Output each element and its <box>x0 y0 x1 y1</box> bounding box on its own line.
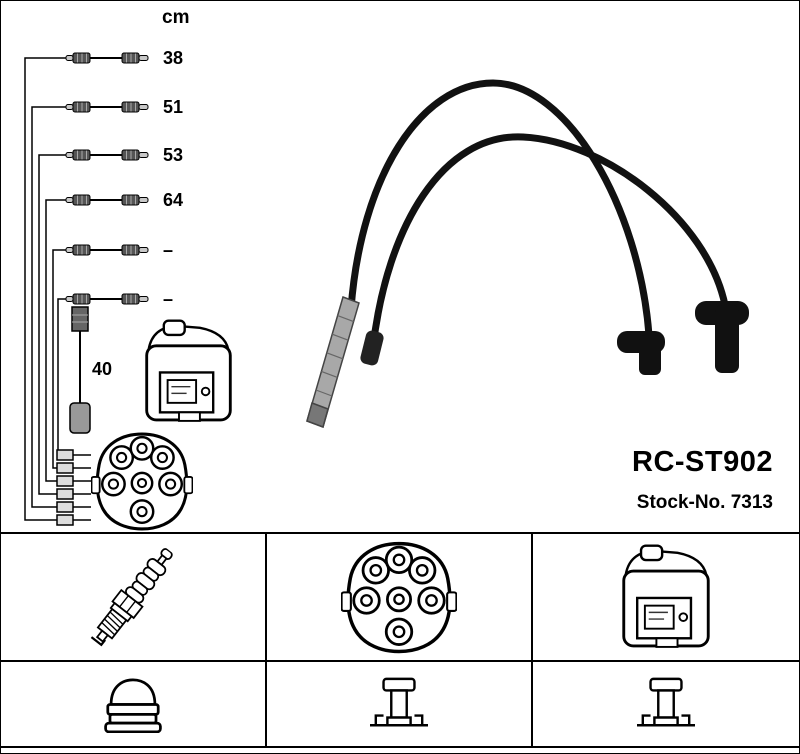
cable-length-value: 51 <box>163 97 184 117</box>
cable-length-value: 38 <box>163 48 184 68</box>
grid-cell-spark-plug <box>1 534 267 662</box>
grid-cell-distributor-cap <box>267 534 533 662</box>
ignition-cable-icon <box>65 293 149 305</box>
part-number: RC-ST902 <box>632 446 773 478</box>
plug-boot-icon <box>104 677 162 733</box>
cable-length-value: – <box>163 289 174 309</box>
straight-plug-boot <box>306 296 360 428</box>
component-grid <box>1 532 799 748</box>
ignition-cable-icon <box>65 194 149 206</box>
elbow-plug-boot <box>617 331 665 375</box>
distributor-cap-icon <box>91 432 193 531</box>
stock-number: Stock-No. 7313 <box>636 492 773 513</box>
coil-cable-icon <box>69 306 91 434</box>
ignition-leads-illustration <box>306 79 749 428</box>
ignition-cable-icon <box>65 52 149 64</box>
ignition-lead-cable <box>369 133 729 351</box>
ignition-cable-icon <box>65 149 149 161</box>
ignition-coil-icon <box>145 319 232 423</box>
distributor-cap-icon <box>341 541 457 654</box>
ignition-cable-icon <box>65 244 149 256</box>
terminal-stud-icon <box>368 677 430 727</box>
diagram-artwork <box>24 52 749 531</box>
cable-end-boot <box>360 330 384 366</box>
unit-label: cm <box>162 7 190 28</box>
grid-cell-terminal-stud <box>267 662 533 746</box>
elbow-plug-boot <box>695 301 749 373</box>
spark-plug-icon <box>86 541 181 652</box>
cable-length-value: 64 <box>163 190 184 210</box>
coil-cable-length-value: 40 <box>92 359 113 379</box>
grid-cell-terminal-stud <box>533 662 799 746</box>
ignition-lead-cable <box>347 79 653 339</box>
grid-cell-plug-boot <box>1 662 267 746</box>
ignition-cable-icon <box>65 101 149 113</box>
ignition-coil-icon <box>622 544 710 649</box>
cable-length-value: – <box>163 240 174 260</box>
grid-cell-ignition-coil <box>533 534 799 662</box>
terminal-stud-icon <box>635 677 697 727</box>
cap-socket-stubs <box>56 449 74 526</box>
cable-length-value: 53 <box>163 145 184 165</box>
